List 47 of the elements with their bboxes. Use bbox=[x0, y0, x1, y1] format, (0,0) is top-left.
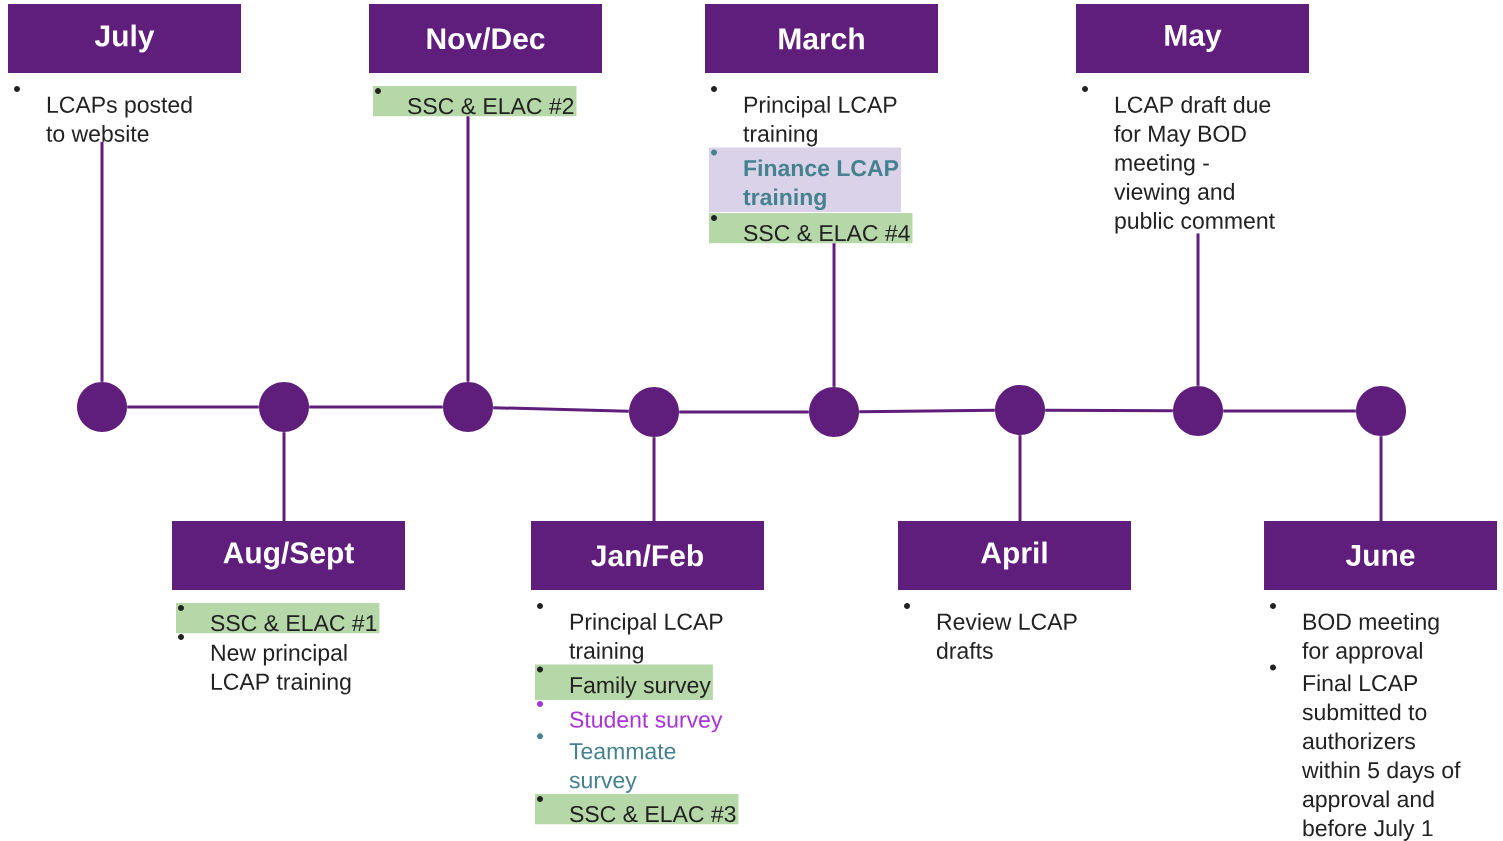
connector-line bbox=[493, 406, 629, 413]
connector-line bbox=[1196, 233, 1200, 386]
bullet-item: BOD meeting for approval bbox=[1270, 603, 1439, 664]
connector-line bbox=[1223, 409, 1356, 413]
connector-line bbox=[100, 141, 104, 382]
bullet-item: Teammate survey bbox=[537, 733, 676, 793]
month-header: Aug/Sept bbox=[172, 521, 405, 590]
bullet-item: SSC & ELAC #4 bbox=[709, 213, 913, 244]
bullet-item: Final LCAP submitted to authorizers within 5 days of approval and before July 1 bbox=[1270, 664, 1461, 841]
bullet-item: Principal LCAP training bbox=[537, 603, 723, 664]
month-header: June bbox=[1264, 521, 1497, 590]
connector-line bbox=[1045, 408, 1173, 413]
timeline-dot bbox=[1173, 386, 1223, 436]
timeline-dot bbox=[629, 387, 679, 437]
month-header: July bbox=[8, 4, 241, 73]
bullet-item: SSC & ELAC #2 bbox=[373, 86, 577, 117]
month-header: March bbox=[705, 4, 938, 73]
connector-line bbox=[466, 116, 470, 382]
timeline-dot bbox=[1356, 386, 1406, 436]
timeline-dot bbox=[77, 382, 127, 432]
bullet-item: LCAP draft due for May BOD meeting - viewing and public comment bbox=[1082, 86, 1275, 234]
month-header: Nov/Dec bbox=[369, 4, 602, 73]
bullet-item: Review LCAP drafts bbox=[904, 603, 1077, 659]
connector-line bbox=[679, 410, 809, 414]
bullet-item: Principal LCAP training bbox=[711, 86, 897, 147]
connector-line bbox=[652, 437, 656, 521]
bullet-item: Family survey bbox=[535, 664, 713, 700]
month-header: April bbox=[898, 521, 1131, 590]
timeline-dot bbox=[995, 385, 1045, 435]
bullet-item: Student survey bbox=[537, 700, 723, 733]
month-header: Jan/Feb bbox=[531, 521, 764, 590]
bullet-item: Finance LCAP training bbox=[709, 147, 901, 212]
bullet-item: LCAPs posted to website bbox=[14, 86, 192, 142]
connector-line bbox=[127, 405, 259, 409]
connector-line bbox=[1379, 436, 1383, 521]
bullet-item: SSC & ELAC #1 bbox=[176, 603, 380, 634]
timeline-dot bbox=[809, 387, 859, 437]
bullet-item: SSC & ELAC #3 bbox=[535, 793, 739, 825]
month-header: May bbox=[1076, 4, 1309, 73]
bullet-item: New principal LCAP training bbox=[178, 634, 351, 695]
connector-line bbox=[832, 243, 836, 387]
connector-line bbox=[859, 408, 995, 414]
timeline-dot bbox=[259, 382, 309, 432]
connector-line bbox=[1018, 435, 1022, 521]
connector-line bbox=[309, 405, 443, 409]
timeline-dot bbox=[443, 382, 493, 432]
connector-line bbox=[282, 432, 286, 521]
